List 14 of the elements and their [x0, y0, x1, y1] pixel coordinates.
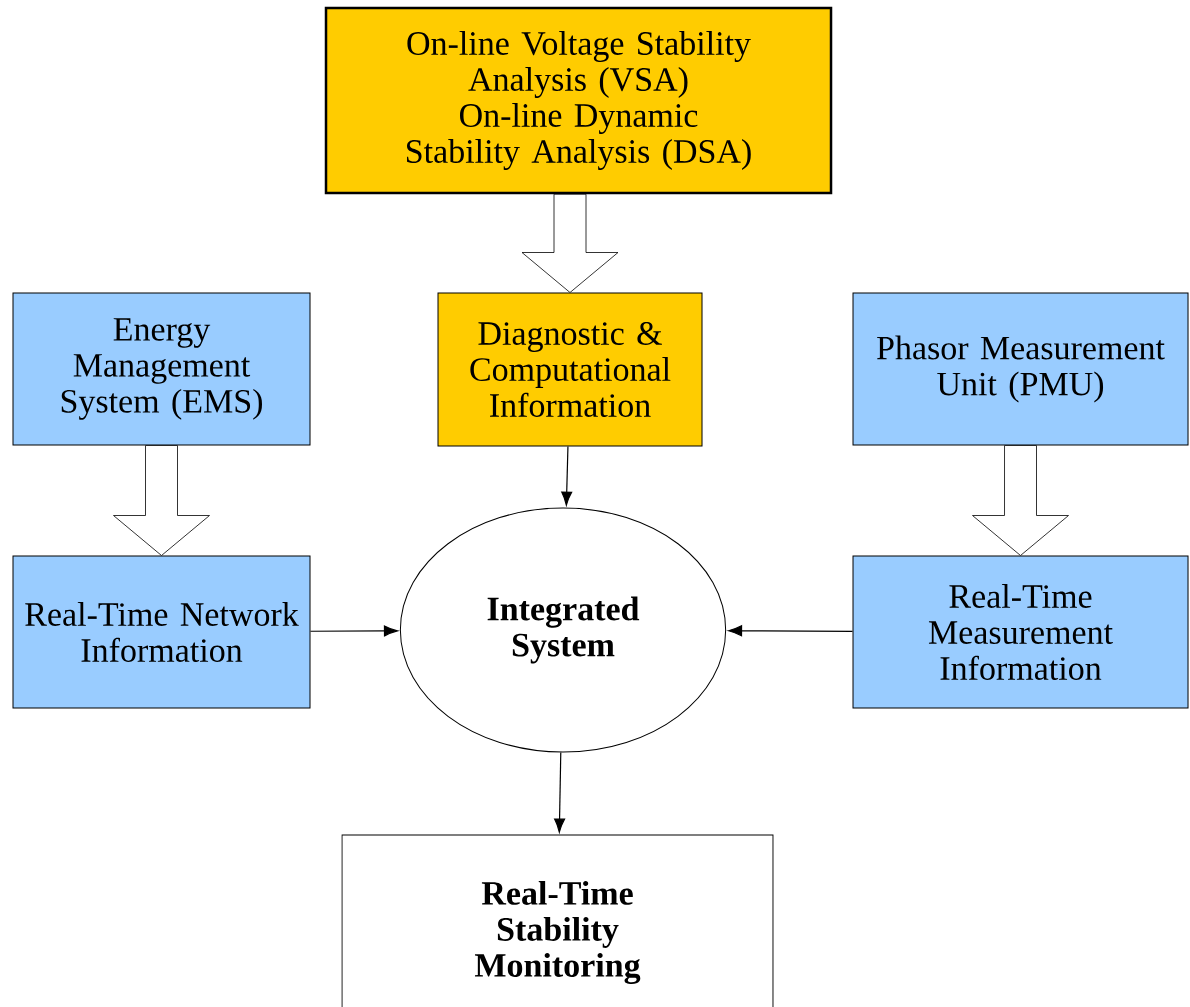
block-arrow — [972, 445, 1069, 556]
process-box: Real-Time Measurement Information — [852, 555, 1189, 709]
process-box: On-line Voltage Stability Analysis (VSA) On-line Dynamic Stability Analysis (DSA) — [324, 6, 833, 195]
block-arrow — [521, 193, 619, 293]
process-box: Real-Time Stability Monitoring — [341, 834, 774, 1007]
block-arrow — [113, 445, 210, 556]
arrow — [309, 625, 398, 637]
arrow — [554, 751, 566, 833]
process-box: Energy Management System (EMS) — [12, 292, 311, 446]
process-box: Phasor Measurement Unit (PMU) — [852, 292, 1189, 446]
process-box: Real-Time Network Information — [12, 555, 311, 709]
arrow — [728, 625, 854, 637]
arrow — [561, 445, 573, 506]
process-box: Diagnostic & Computational Information — [437, 292, 703, 447]
